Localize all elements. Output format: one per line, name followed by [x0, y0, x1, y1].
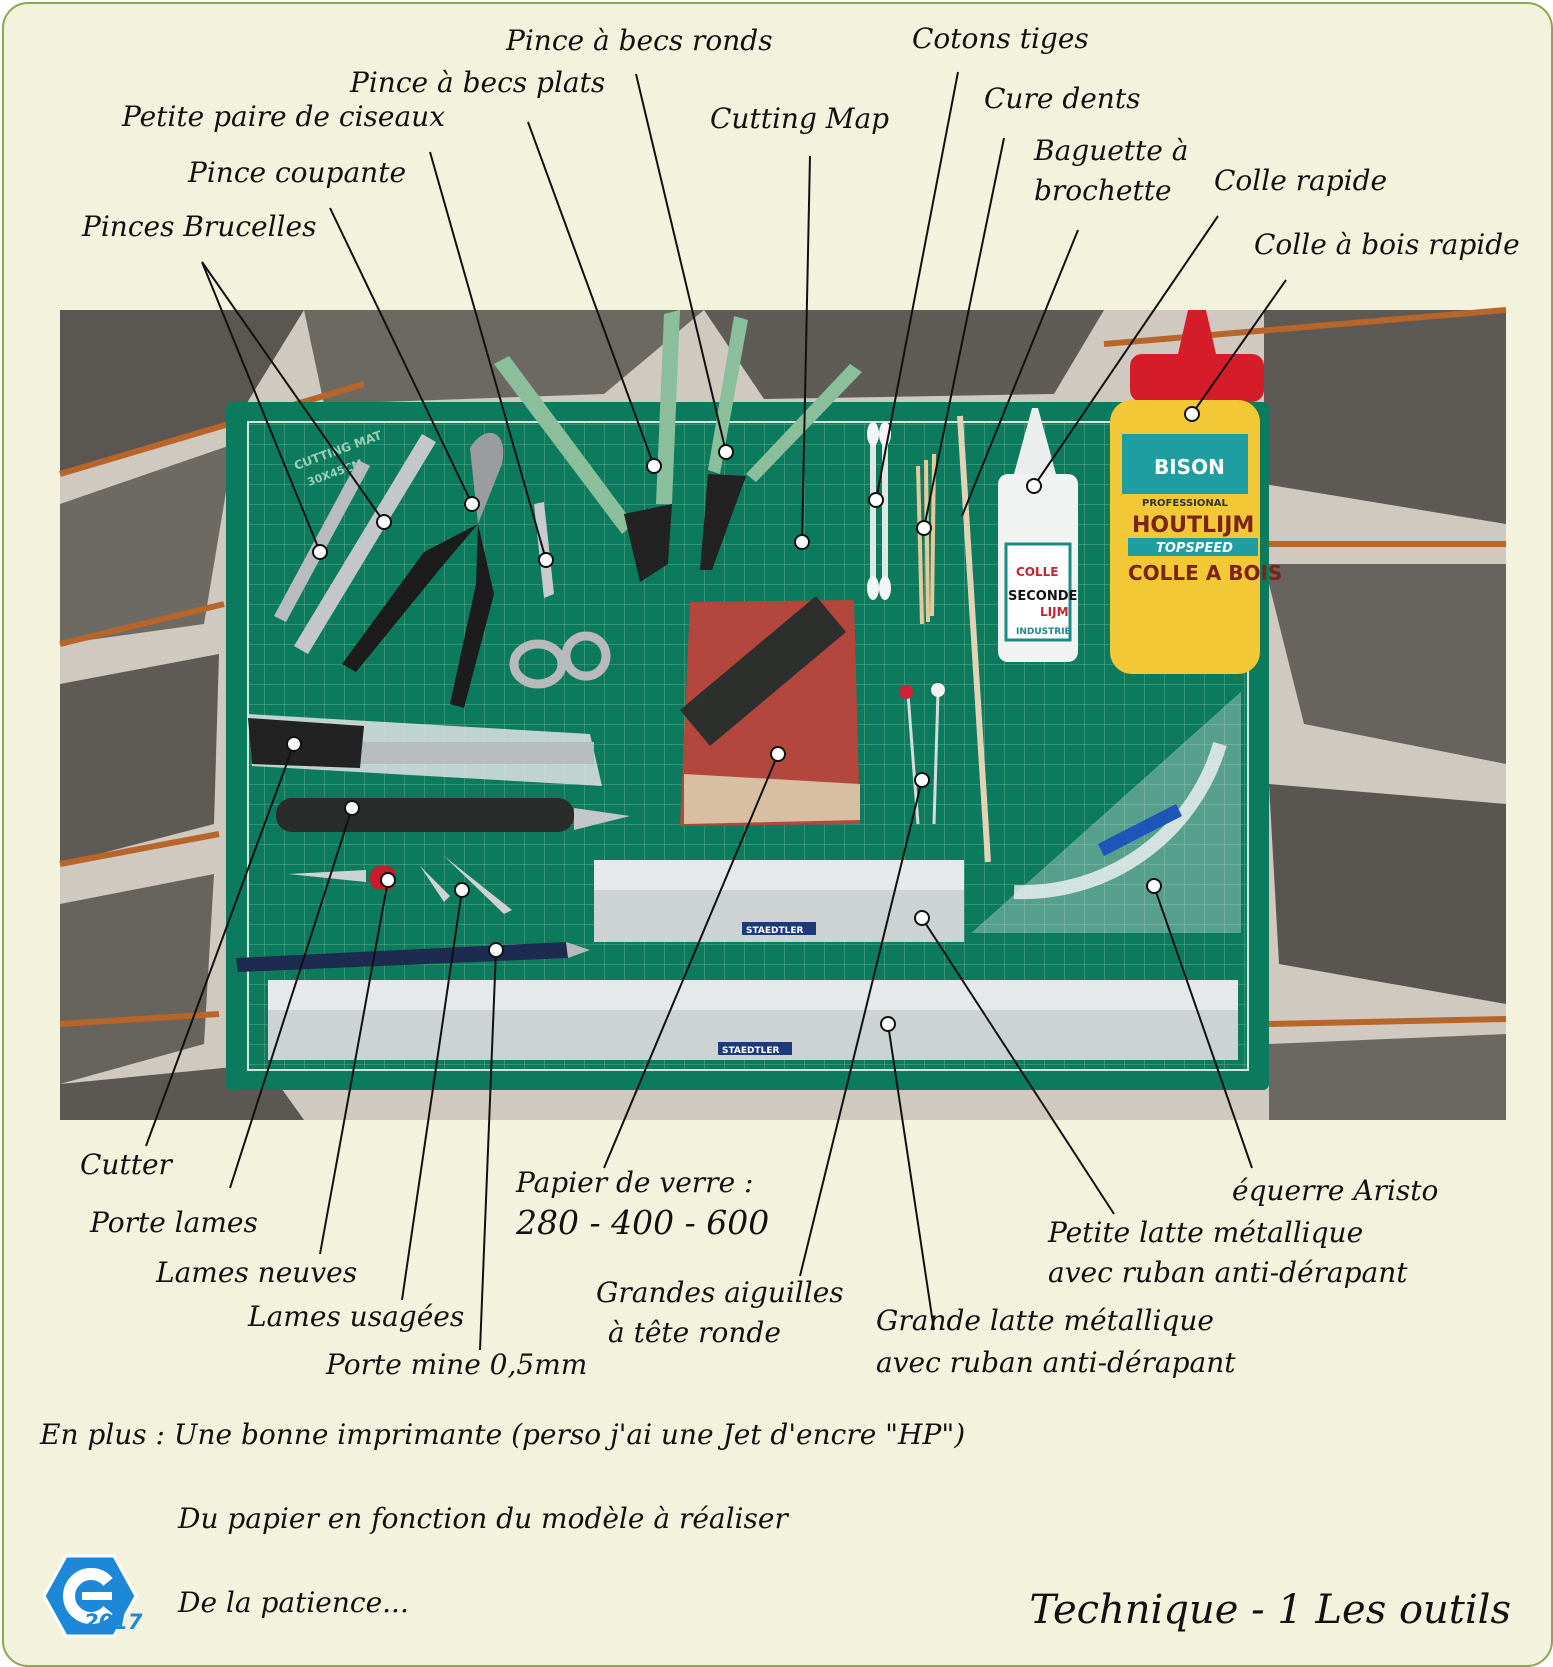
cutter-drawing	[248, 714, 602, 786]
label-small-ruler-line-2: avec ruban anti-dérapant	[1048, 1256, 1408, 1289]
wood-glue-line-4: COLLE A BOIS	[1128, 561, 1282, 585]
marker-new-blades	[380, 872, 396, 888]
marker-blade-holder	[344, 800, 360, 816]
super-glue-drawing: COLLE SECONDE LIJM INDUSTRIE	[998, 408, 1078, 662]
marker-sandpaper	[770, 746, 786, 762]
label-tweezers: Pinces Brucelles	[82, 210, 317, 243]
marker-pencil	[488, 942, 504, 958]
label-small-scissors: Petite paire de ciseaux	[122, 100, 445, 133]
wood-glue-drawing: BISON PROFESSIONAL HOUTLIJM TOPSPEED COL…	[1110, 310, 1282, 674]
sandpaper-drawing	[680, 596, 860, 826]
marker-wood-glue	[1184, 406, 1200, 422]
wood-glue-brand: BISON	[1154, 455, 1225, 479]
label-cutting-mat: Cutting Map	[710, 102, 890, 135]
extra-paper: Du papier en fonction du modèle à réalis…	[178, 1502, 788, 1535]
label-skewer-line-2: brochette	[1034, 174, 1172, 207]
extra-patience: De la patience...	[178, 1586, 409, 1619]
logo-icon	[42, 1554, 138, 1638]
marker-tweezer-1	[312, 544, 328, 560]
wood-glue-line-1: PROFESSIONAL	[1142, 498, 1228, 509]
marker-scissors	[538, 552, 554, 568]
flat-nose-pliers-drawing	[494, 310, 680, 582]
label-cutter: Cutter	[80, 1148, 172, 1181]
label-sandpaper-line-2: 280 - 400 - 600	[516, 1203, 770, 1242]
small-ruler-drawing: STAEDTLER	[594, 860, 964, 942]
label-mechanical-pencil: Porte mine 0,5mm	[326, 1348, 588, 1381]
logo-year: 2017	[84, 1610, 143, 1634]
marker-large-ruler	[880, 1016, 896, 1032]
label-large-ruler-line-1: Grande latte métallique	[876, 1304, 1214, 1337]
extra-printer: En plus : Une bonne imprimante (perso j'…	[40, 1418, 966, 1451]
label-used-blades: Lames usagées	[248, 1300, 465, 1333]
marker-cotton-swabs	[868, 492, 884, 508]
marker-cutter	[286, 736, 302, 752]
marker-round-nose-pliers	[718, 444, 734, 460]
marker-small-ruler	[914, 910, 930, 926]
marker-super-glue	[1026, 478, 1042, 494]
label-new-blades: Lames neuves	[156, 1256, 358, 1289]
super-glue-line-3: LIJM	[1040, 605, 1069, 619]
label-super-glue: Colle rapide	[1214, 164, 1388, 197]
large-ruler-drawing: STAEDTLER	[268, 980, 1238, 1060]
pins-drawing	[899, 683, 945, 825]
super-glue-line-1: COLLE	[1016, 565, 1059, 579]
super-glue-line-4: INDUSTRIE	[1016, 627, 1071, 637]
label-sandpaper-line-1: Papier de verre :	[516, 1166, 754, 1199]
wood-glue-line-2: HOUTLIJM	[1132, 513, 1254, 538]
marker-flat-nose-pliers	[646, 458, 662, 474]
marker-cutting-pliers	[464, 496, 480, 512]
skewer-drawing	[957, 415, 991, 863]
label-toothpicks: Cure dents	[984, 82, 1141, 115]
tools-photo-diagram: CUTTING MAT 30X45CM	[59, 71, 1507, 1351]
label-cutting-pliers: Pince coupante	[188, 156, 407, 189]
marker-pins	[914, 772, 930, 788]
label-set-square: équerre Aristo	[1232, 1174, 1439, 1207]
set-square-drawing	[971, 691, 1241, 933]
super-glue-line-2: SECONDE	[1008, 589, 1077, 604]
label-skewer-line-1: Baguette à	[1034, 134, 1189, 167]
leader-lines	[145, 71, 1287, 1351]
label-pins-line-1: Grandes aiguilles	[596, 1276, 844, 1309]
small-ruler-brand: STAEDTLER	[746, 926, 804, 936]
tweezers-drawing	[274, 434, 436, 654]
label-round-nose-pliers: Pince à becs ronds	[506, 24, 773, 57]
page-title: Technique - 1 Les outils	[1029, 1587, 1511, 1633]
label-large-ruler-line-2: avec ruban anti-dérapant	[876, 1346, 1236, 1379]
large-ruler-brand: STAEDTLER	[722, 1046, 780, 1056]
markers	[286, 406, 1200, 1032]
marker-cutting-mat	[794, 534, 810, 550]
marker-toothpicks	[916, 520, 932, 536]
label-flat-nose-pliers: Pince à becs plats	[350, 66, 606, 99]
label-wood-glue: Colle à bois rapide	[1254, 228, 1520, 261]
marker-set-square	[1146, 878, 1162, 894]
marker-tweezer-2	[376, 514, 392, 530]
label-blade-holder: Porte lames	[90, 1206, 258, 1239]
wood-glue-line-3: TOPSPEED	[1156, 541, 1233, 556]
mechanical-pencil-drawing	[236, 942, 590, 972]
label-pins-line-2: à tête ronde	[608, 1316, 781, 1349]
label-small-ruler-line-1: Petite latte métallique	[1048, 1216, 1364, 1249]
label-cotton-swabs: Cotons tiges	[912, 22, 1089, 55]
marker-used-blades	[454, 882, 470, 898]
